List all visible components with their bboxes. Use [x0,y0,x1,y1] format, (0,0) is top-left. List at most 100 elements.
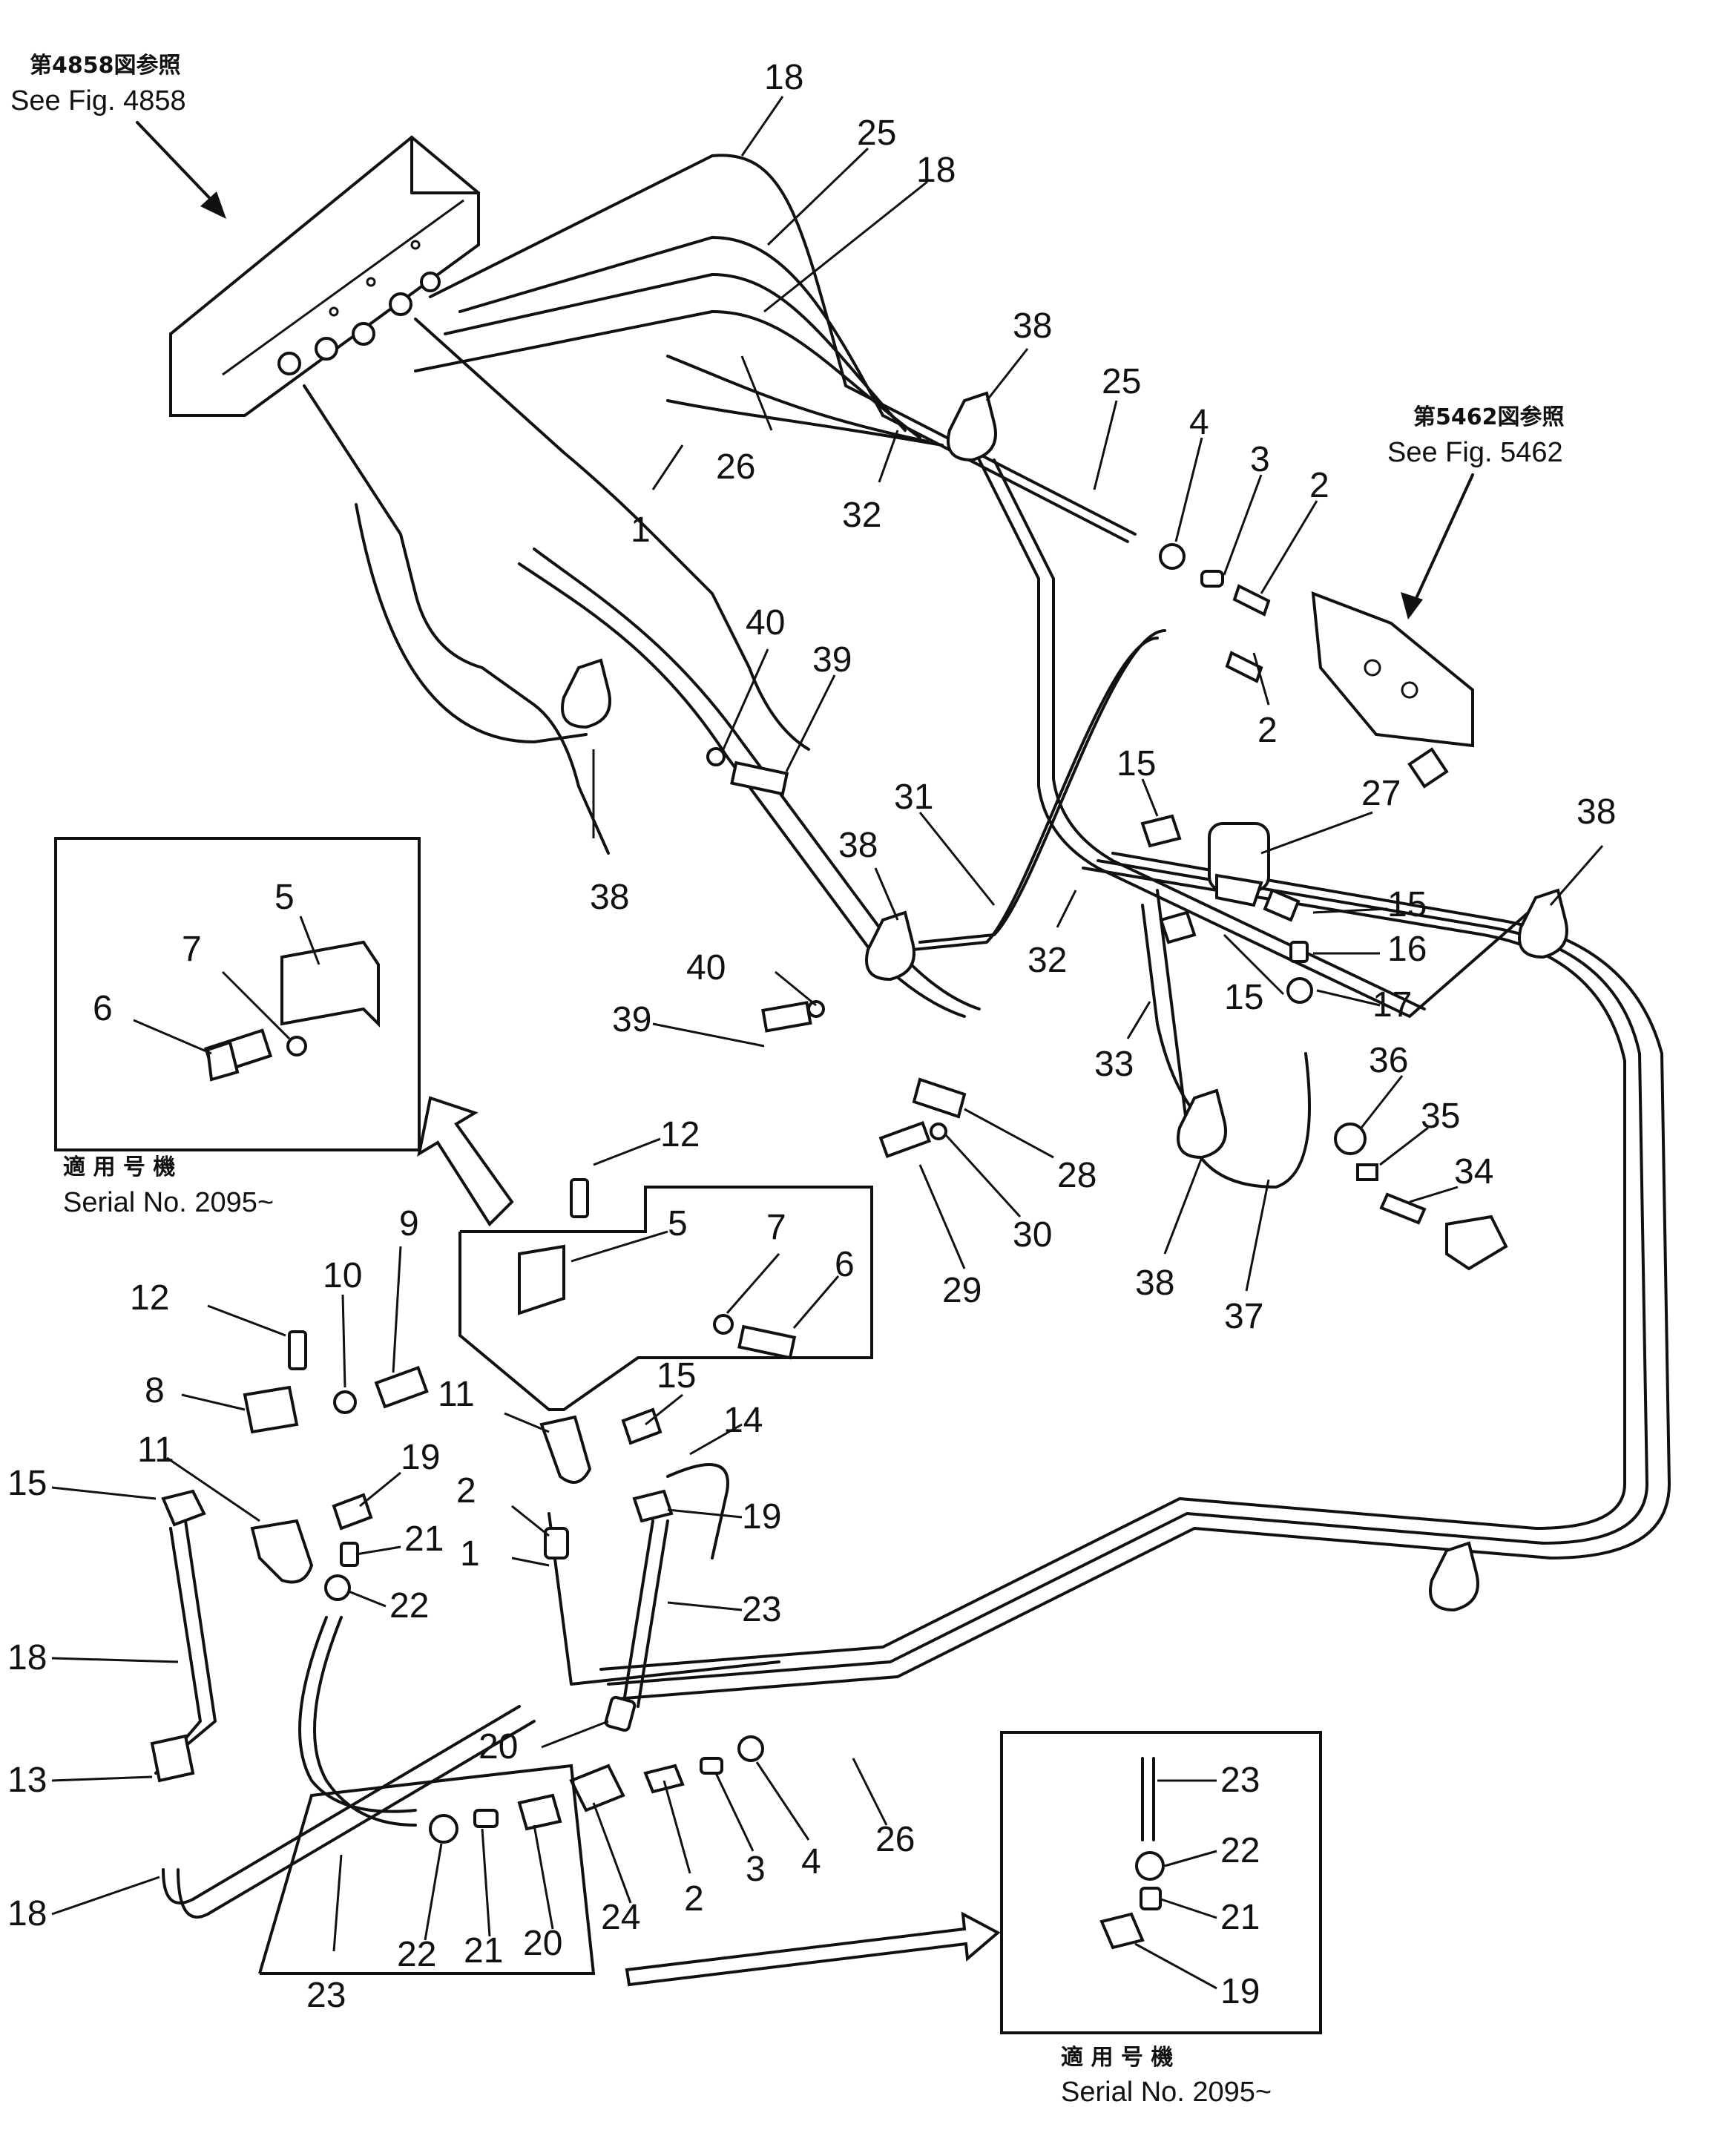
ref-fig-5462-en: See Fig. 5462 [1387,437,1563,468]
main-pipes [303,318,1671,1700]
callout-17: 17 [1372,985,1412,1025]
callout-22-inset: 22 [1220,1831,1260,1870]
inset-lower-trapezoid [258,1764,596,1975]
callout-5: 5 [668,1204,688,1243]
callout-39-b: 39 [612,1000,651,1039]
callout-15-e: 15 [7,1464,47,1503]
callout-21-a: 21 [404,1519,444,1559]
callout-4-a: 4 [1189,403,1209,442]
upper-hose-bundle [414,154,1137,543]
callout-18-a: 18 [764,58,803,97]
callout-25-a: 25 [857,114,896,153]
callout-3-a: 3 [1250,440,1270,479]
inset-center [458,1186,873,1411]
callout-35: 35 [1421,1097,1460,1136]
callout-18-b: 18 [916,151,956,190]
inset-left-jp: 適 用 号 機 [63,1154,175,1180]
callout-19-inset: 19 [1220,1972,1260,2011]
callout-38-d: 38 [838,826,878,865]
callout-27: 27 [1361,774,1401,813]
callout-15-c: 15 [1224,978,1263,1017]
ref-fig-4858-en: See Fig. 4858 [10,85,186,116]
ref-fig-4858-jp: 第4858図参照 [30,53,181,79]
ref-fig-4858: 第4858図参照 See Fig. 4858 [10,53,226,219]
callout-5-inset: 5 [274,878,295,917]
callout-8: 8 [145,1371,165,1410]
callout-11-a: 11 [137,1430,174,1470]
inset-left-en: Serial No. 2095~ [63,1187,274,1218]
lower-pipes [154,1463,780,1919]
callout-18-d: 18 [7,1894,47,1933]
callout-10: 10 [323,1256,362,1295]
callout-15-b: 15 [1387,885,1427,924]
callout-2-c: 2 [456,1471,476,1511]
callout-29: 29 [942,1271,982,1310]
callout-4-b: 4 [801,1842,821,1881]
callout-13: 13 [7,1761,47,1800]
callout-15-a: 15 [1117,744,1156,783]
callout-3-b: 3 [746,1850,766,1889]
callout-23-a: 23 [742,1590,781,1629]
callout-7: 7 [766,1208,786,1247]
callout-12-b: 12 [130,1278,169,1318]
callout-6-inset: 6 [93,989,113,1028]
callout-40-b: 40 [686,948,726,987]
callout-2-a: 2 [1309,466,1329,505]
callout-21-b: 21 [464,1931,503,1971]
callout-38-b: 38 [590,878,629,917]
callout-26-a: 26 [716,447,755,487]
callout-12-a: 12 [660,1115,700,1154]
inset-bottom-right-jp: 適 用 号 機 [1061,2045,1173,2071]
callout-22-b: 22 [397,1935,436,1974]
callout-22-a: 22 [389,1586,429,1626]
callout-16: 16 [1387,930,1427,969]
callout-30: 30 [1013,1215,1052,1255]
control-valve-block [169,135,480,417]
callout-11-b: 11 [438,1375,475,1414]
callout-32-b: 32 [1028,941,1067,980]
inset-bottom-right: 適 用 号 機 Serial No. 2095~ [1000,1731,1322,2108]
fittings [150,543,1508,1844]
callout-36: 36 [1369,1041,1408,1080]
callout-33: 33 [1094,1045,1134,1084]
callout-26-b: 26 [875,1820,915,1859]
callout-37: 37 [1224,1297,1263,1336]
callout-25-b: 25 [1102,362,1141,401]
callout-38-a: 38 [1013,306,1052,346]
callout-40-a: 40 [746,603,785,642]
callout-19-b: 19 [742,1497,781,1537]
pipe-clamps [561,391,1568,1612]
callout-19-a: 19 [401,1438,440,1477]
leader-lines [51,96,1604,1990]
callout-23-inset: 23 [1220,1761,1260,1800]
callout-7-inset: 7 [182,930,202,969]
inset-pointer-arrow-2 [625,1911,1001,1987]
callout-15-d: 15 [657,1356,696,1396]
callout-34: 34 [1454,1152,1493,1192]
callout-39-a: 39 [812,640,852,680]
callout-31: 31 [894,778,933,817]
callout-2-d: 2 [684,1879,704,1919]
callout-38-c: 38 [1576,792,1616,832]
callout-20-a: 20 [479,1727,518,1766]
pressure-switch-bracket [1311,591,1474,789]
ref-fig-5462: 第5462図参照 See Fig. 5462 [1387,404,1565,619]
callout-2-b: 2 [1257,711,1278,750]
callout-23-b: 23 [306,1976,346,2015]
callout-21-inset: 21 [1220,1898,1260,1937]
callout-14: 14 [723,1401,763,1440]
inset-bottom-right-en: Serial No. 2095~ [1061,2077,1272,2108]
callout-38-e: 38 [1135,1263,1174,1303]
callout-1-a: 1 [631,510,651,550]
inset-pointer-arrow-1 [417,1096,514,1227]
callout-18-c: 18 [7,1638,47,1677]
callout-32-a: 32 [842,496,881,535]
callout-9: 9 [399,1204,419,1243]
callout-20-b: 20 [523,1924,562,1963]
callout-28: 28 [1057,1156,1096,1195]
ref-fig-5462-jp: 第5462図参照 [1413,404,1565,430]
callout-numbers: 18 25 18 38 25 4 3 2 26 32 1 2 40 39 38 … [7,58,1616,2015]
callout-24: 24 [601,1898,640,1937]
inset-left: 適 用 号 機 Serial No. 2095~ [54,837,421,1218]
